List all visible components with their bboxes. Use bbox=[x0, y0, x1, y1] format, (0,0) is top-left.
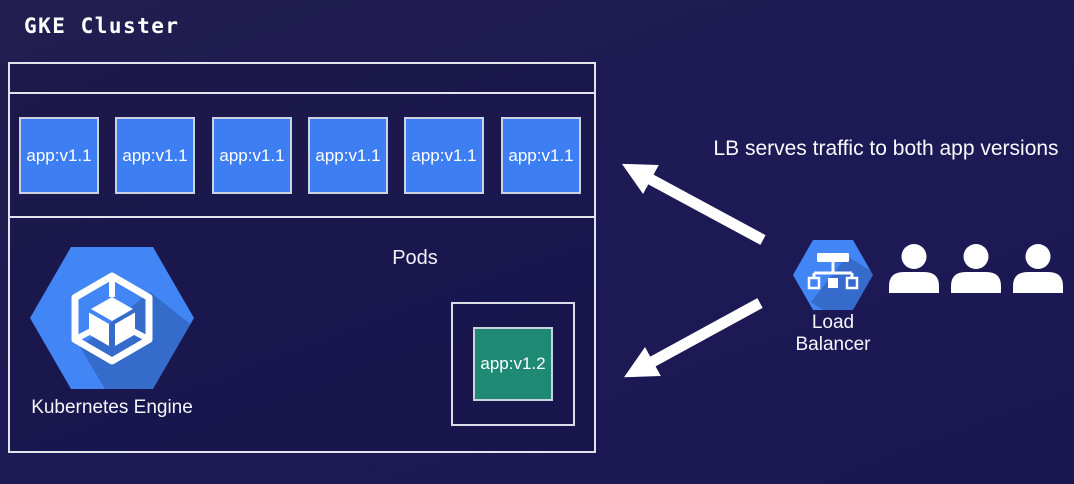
kubernetes-engine-icon bbox=[30, 247, 194, 389]
arrow-lb-to-v1-pods bbox=[621, 163, 766, 245]
pod-app-v1-3: app:v1.1 bbox=[212, 117, 292, 194]
load-balancer-label: Load Balancer bbox=[795, 312, 871, 355]
user-icon bbox=[1013, 244, 1063, 293]
page-title: GKE Cluster bbox=[24, 14, 180, 38]
pods-label: Pods bbox=[392, 247, 438, 269]
pods-section-divider bbox=[10, 216, 594, 218]
cluster-boundary-box: app:v1.1 app:v1.1 app:v1.1 app:v1.1 app:… bbox=[8, 62, 596, 453]
pod-app-v1-4: app:v1.1 bbox=[308, 117, 388, 194]
pod-app-v1-5: app:v1.1 bbox=[404, 117, 484, 194]
pod-app-v1-2: app:v1.1 bbox=[115, 117, 195, 194]
canary-pod-box: app:v1.2 bbox=[451, 302, 575, 426]
cluster-header-divider bbox=[10, 92, 594, 94]
pod-app-v1-6: app:v1.1 bbox=[501, 117, 581, 194]
user-icon bbox=[951, 244, 1001, 293]
user-icon bbox=[889, 244, 939, 293]
lb-annotation-text: LB serves traffic to both app versions bbox=[713, 137, 1059, 160]
pod-app-v1-1: app:v1.1 bbox=[19, 117, 99, 194]
arrow-lb-to-v2-pod bbox=[624, 298, 763, 378]
kubernetes-engine-label: Kubernetes Engine bbox=[31, 397, 193, 418]
pod-app-v2: app:v1.2 bbox=[473, 327, 553, 401]
load-balancer-icon bbox=[793, 240, 873, 310]
